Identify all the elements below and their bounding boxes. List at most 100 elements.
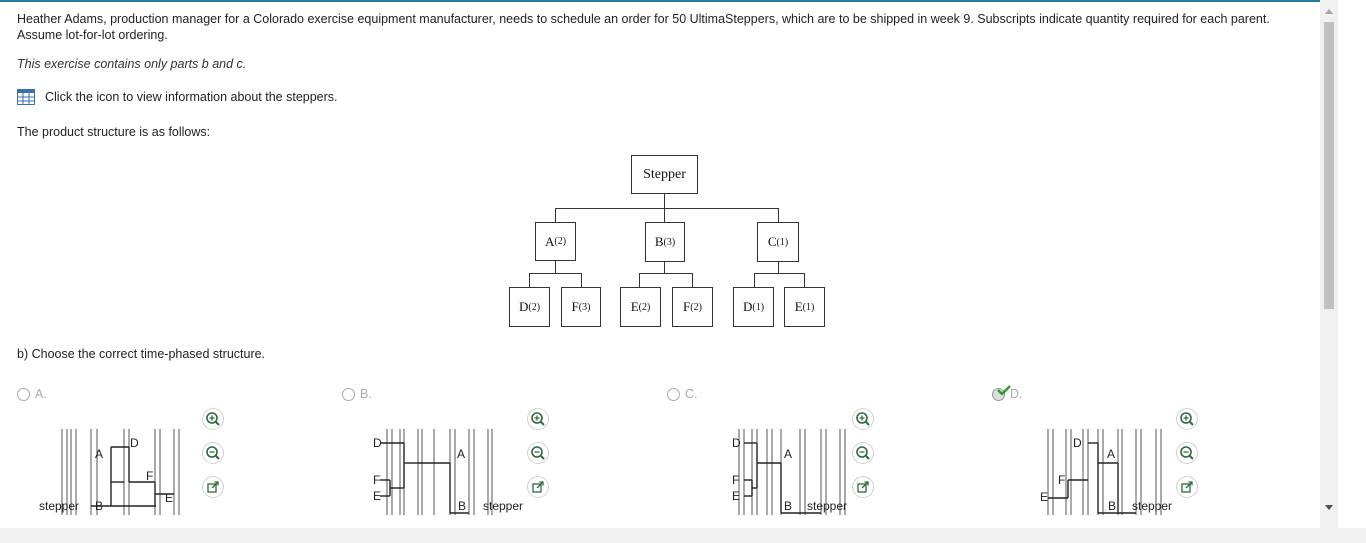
tp-b-f-label: F [373,473,380,487]
time-phased-chart-b: D F E A B stepper [370,425,540,515]
option-b-radio[interactable] [342,387,355,401]
tp-b-e-label: E [373,489,381,503]
tree-node-d: D(1) [733,287,774,327]
tp-d-e-label: E [1040,490,1048,504]
tree-node-d: D(2) [509,287,550,327]
problem-intro: Heather Adams, production manager for a … [17,12,1270,42]
tp-b-stepper-label: stepper [483,499,523,513]
option-a[interactable]: A. [17,387,47,401]
tp-d-d-label: D [1073,436,1082,450]
tp-b-b-label: B [458,499,466,513]
time-grid [61,429,180,515]
tree-node-f: F(3) [561,287,601,327]
tree-node-stepper: Stepper [631,155,698,194]
tree-connector [529,273,582,274]
option-d-radio[interactable] [992,387,1005,401]
time-grid [386,429,493,515]
open-external-icon[interactable] [852,476,874,498]
tree-connector [778,208,779,222]
tp-d-b-label: B [1108,499,1116,513]
option-a-radio[interactable] [17,387,30,401]
structure-label: The product structure is as follows: [17,125,211,139]
tree-connector [754,273,805,274]
tree-node-c: C(1) [757,222,799,262]
tree-connector [581,273,582,287]
tree-connector [804,273,805,287]
time-structure-lines [744,442,821,514]
time-structure-lines [91,446,174,507]
tree-connector [555,208,779,209]
tree-node-e: E(1) [784,287,825,327]
zoom-out-icon[interactable] [527,442,549,464]
option-d-label[interactable]: D. [1010,387,1023,401]
tp-c-stepper-label: stepper [807,499,847,513]
tp-d-f-label: F [1058,473,1065,487]
option-b[interactable]: B. [342,387,372,401]
vertical-scrollbar[interactable] [1320,0,1338,528]
time-phased-chart-a: stepper B A D F E [36,425,206,515]
zoom-in-icon[interactable] [527,408,549,430]
problem-note: This exercise contains only parts b and … [17,57,247,71]
tp-a-b-label: B [95,499,103,513]
time-phased-c-svg: D F E A B stepper [732,429,847,515]
time-phased-d-svg: E F D A B stepper [1040,429,1172,515]
option-c-radio[interactable] [667,387,680,401]
tp-d-stepper-label: stepper [1132,499,1172,513]
bottom-bar [0,528,1366,543]
option-d[interactable]: D. [992,387,1023,401]
zoom-out-icon[interactable] [852,442,874,464]
tp-c-d-label: D [732,436,741,450]
question-prompt: b) Choose the correct time-phased struct… [17,347,266,361]
tp-b-a-label: A [457,447,465,461]
tree-connector [664,194,665,209]
tree-node-e: E(2) [620,287,661,327]
zoom-in-icon[interactable] [202,408,224,430]
tree-connector [778,262,779,274]
tp-a-stepper-label: stepper [39,499,79,513]
top-accent-bar [0,0,1320,2]
zoom-in-icon[interactable] [852,408,874,430]
open-external-icon[interactable] [527,476,549,498]
scroll-up-icon[interactable] [1325,9,1333,14]
time-phased-b-svg: D F E A B stepper [373,429,523,515]
tp-c-f-label: F [732,473,739,487]
tp-b-d-label: D [373,436,382,450]
question-content: Heather Adams, production manager for a … [17,12,1270,515]
time-structure-lines [1048,442,1136,514]
zoom-out-icon[interactable] [1176,442,1198,464]
option-b-label[interactable]: B. [360,387,372,401]
time-phased-chart-c: D F E A B stepper [730,425,900,515]
tp-c-a-label: A [784,447,792,461]
tree-connector [555,261,556,274]
time-structure-lines [380,442,469,514]
tp-a-a-label: A [95,447,103,461]
tree-connector [664,262,665,274]
tree-node-a: A(2) [535,222,576,261]
open-external-icon[interactable] [1176,476,1198,498]
tree-connector [639,273,640,287]
time-phased-a-svg: stepper B A D F E [39,429,180,515]
time-phased-chart-d: E F D A B stepper [1038,425,1208,515]
tree-node-f: F(2) [672,287,713,327]
zoom-in-icon[interactable] [1176,408,1198,430]
tree-connector [529,273,530,287]
tp-c-b-label: B [784,499,792,513]
scrollbar-thumb[interactable] [1324,22,1334,309]
tp-a-e-label: E [165,491,173,505]
scroll-down-icon[interactable] [1325,505,1333,510]
tp-d-a-label: A [1107,447,1115,461]
open-external-icon[interactable] [202,476,224,498]
option-c[interactable]: C. [667,387,698,401]
info-link-row[interactable]: Click the icon to view information about… [17,89,338,105]
tree-node-b: B(3) [645,222,685,262]
option-c-label[interactable]: C. [685,387,698,401]
tree-connector [664,208,665,222]
tp-a-d-label: D [130,436,139,450]
tree-connector [639,273,693,274]
table-icon[interactable] [17,89,35,105]
tree-connector [555,208,556,222]
option-a-label[interactable]: A. [35,387,47,401]
zoom-out-icon[interactable] [202,442,224,464]
tree-connector [692,273,693,287]
info-link-text[interactable]: Click the icon to view information about… [45,90,338,104]
